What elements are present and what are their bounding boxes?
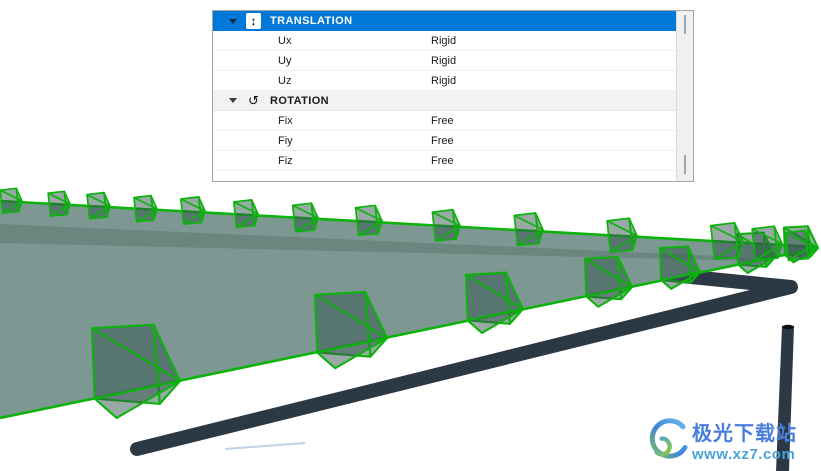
support-cone-small[interactable] [709,221,744,261]
support-cone-large[interactable] [583,255,634,308]
section-title: TRANSLATION [270,15,353,27]
support-cone-small[interactable] [354,204,383,237]
section-title: ROTATION [270,94,330,107]
collapse-arrow-icon[interactable] [229,98,237,103]
property-value[interactable]: Rigid [431,54,457,67]
panel-scrollbar[interactable] [676,11,693,181]
chevron-up-icon [684,15,686,34]
support-cone-small[interactable] [47,190,71,217]
scroll-up-button[interactable] [684,15,686,35]
support-cone-large[interactable] [313,290,389,370]
slab-rib-stripe [0,224,758,261]
support-cone-small[interactable] [0,187,23,214]
property-label: Uz [278,74,292,87]
section-header-rotation[interactable]: ↺ ROTATION [213,91,676,111]
property-row-ux[interactable]: Ux Rigid [213,31,676,51]
property-row-fiz[interactable]: Fiz Free [213,151,676,171]
property-value[interactable]: Free [431,114,454,127]
support-cone-large[interactable] [464,271,525,334]
property-label: Ux [278,34,292,47]
support-cone-small[interactable] [751,225,783,261]
property-row-uy[interactable]: Uy Rigid [213,51,676,71]
property-value[interactable]: Rigid [431,34,457,47]
property-row-uz[interactable]: Uz Rigid [213,71,676,91]
support-cone-large[interactable] [90,323,182,420]
property-label: Fiz [278,154,293,167]
property-value[interactable]: Free [431,154,454,167]
property-row-fix[interactable]: Fix Free [213,111,676,131]
property-label: Fix [278,114,293,127]
rotation-icon: ↺ [248,92,259,108]
support-cone-small[interactable] [291,202,319,233]
property-label: Uy [278,54,292,67]
support-cone-small[interactable] [431,208,461,242]
scroll-down-button[interactable] [684,155,686,175]
collapse-arrow-icon[interactable] [229,18,237,24]
chevron-down-icon [684,155,686,174]
section-header-translation[interactable]: ↕ TRANSLATION [213,11,676,31]
property-row-fiy[interactable]: Fiy Free [213,131,676,151]
property-label: Fiy [278,134,293,147]
support-cone-small[interactable] [784,229,813,262]
translation-axis-icon: ↕ [246,13,261,29]
support-cone-small[interactable] [133,194,158,223]
watermark-site-url: www.xz7.com [692,445,796,463]
support-cone-large[interactable] [658,245,702,290]
watermark-site-name: 极光下载站 [692,422,797,445]
support-cone-small[interactable] [606,217,638,253]
watermark-text: 极光下载站 www.xz7.com [692,422,797,464]
property-grid: ↕ TRANSLATION Ux Rigid Uy Rigid Uz Rigid… [213,11,676,181]
column-top-cap [782,324,794,330]
aurora-download-logo-icon [649,418,688,459]
distant-edge-line [224,442,306,450]
watermark: 极光下载站 www.xz7.com [642,418,797,467]
frame-column[interactable] [776,326,794,471]
support-cone-small[interactable] [86,191,111,220]
support-cone-small[interactable] [513,212,544,247]
support-property-panel: ↕ TRANSLATION Ux Rigid Uy Rigid Uz Rigid… [212,10,694,182]
property-value[interactable]: Free [431,134,454,147]
support-cone-small[interactable] [180,196,206,226]
support-cone-small[interactable] [233,199,259,229]
empty-row [213,171,676,181]
property-value[interactable]: Rigid [431,74,457,87]
